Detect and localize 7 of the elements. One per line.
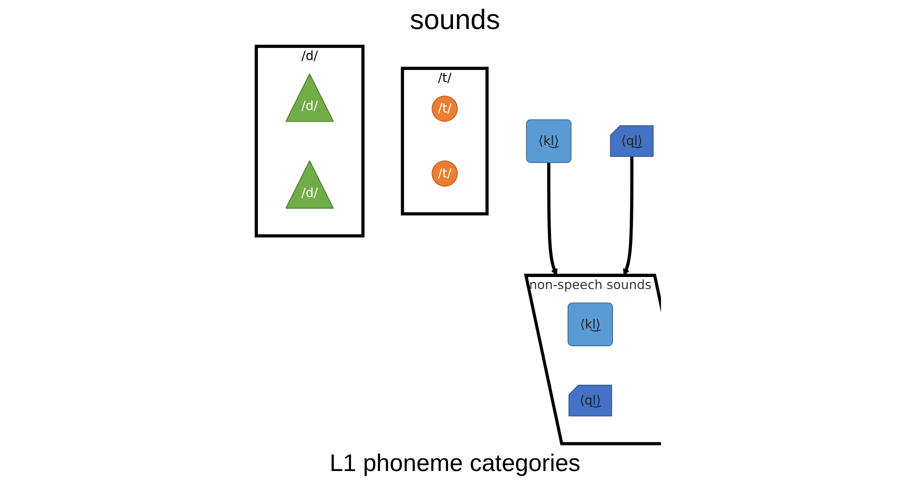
node-label: non-speech sounds xyxy=(528,276,652,292)
node-circle: /t/ xyxy=(431,160,458,187)
caption-text: L1 phoneme categories xyxy=(330,450,580,477)
arrow xyxy=(546,162,558,276)
diagram-title: sounds xyxy=(408,3,502,37)
node-circle: /t/ xyxy=(431,96,458,122)
arrow xyxy=(622,156,633,276)
